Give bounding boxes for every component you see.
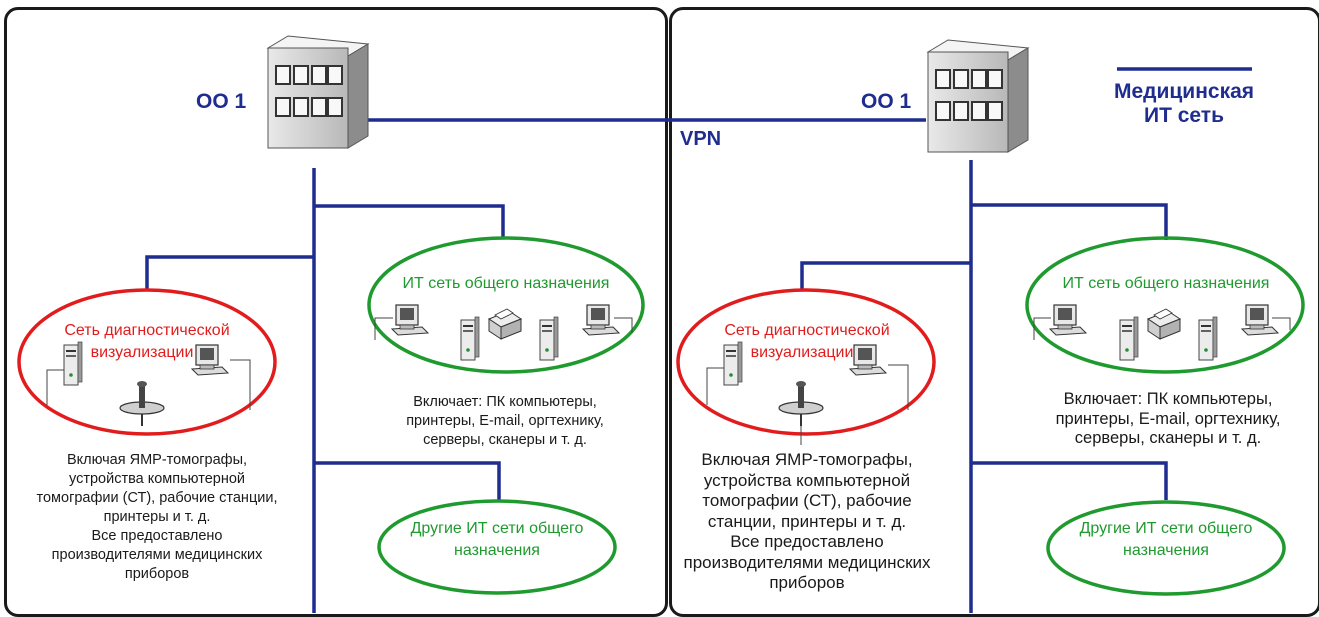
right-general-ellipse — [1025, 236, 1305, 374]
desc-line: Все предоставлено — [730, 532, 884, 551]
vpn-label: VPN — [680, 128, 722, 150]
printer-icon — [488, 308, 522, 340]
left-other-ellipse — [377, 499, 617, 595]
desc-line: устройства компьютерной — [703, 470, 911, 490]
legend-line2: ИТ сеть — [1143, 104, 1225, 127]
right-other-title-line1: Другие ИТ сети общего — [1079, 520, 1253, 537]
desc-line: серверы, сканеры и т. д. — [1074, 429, 1262, 447]
desc-line: приборов — [124, 566, 190, 582]
server-tower-icon — [1198, 316, 1218, 361]
left-link-general — [314, 204, 505, 238]
left-other-title: Другие ИТ сети общего назначения — [390, 518, 604, 562]
server-tower-icon — [1119, 316, 1139, 361]
left-diag-title-line1: Сеть диагностической — [64, 322, 230, 339]
left-diag-description: Включая ЯМР-томографы, устройства компью… — [22, 451, 292, 584]
site-label-right: ОО 1 — [861, 90, 912, 113]
desc-line: томографии (СТ), рабочие станции, — [36, 490, 278, 506]
mri-scanner-icon — [778, 380, 824, 427]
right-other-ellipse — [1046, 500, 1286, 596]
right-general-description: Включает: ПК компьютеры, принтеры, E-mai… — [1018, 390, 1318, 449]
desc-line: Включает: ПК компьютеры, — [1063, 390, 1273, 408]
right-diag-title-line2: визуализации — [750, 344, 854, 361]
legend-line1: Медицинская — [1113, 80, 1255, 103]
desc-line: Включая ЯМР-томографы, — [66, 452, 248, 468]
desc-line: принтеры и т. д. — [103, 509, 211, 525]
right-other-title-line2: назначения — [1123, 542, 1209, 559]
workstation-icon — [1049, 304, 1087, 336]
desc-line: принтеры, E-mail, оргтехнику, — [1055, 409, 1281, 428]
desc-line: Включая ЯМР-томографы, — [701, 450, 913, 469]
workstation-icon — [582, 304, 620, 336]
left-link-diag — [145, 255, 314, 291]
left-general-title: ИТ сеть общего назначения — [402, 275, 610, 292]
right-link-general — [971, 203, 1168, 240]
workstation-icon — [1241, 304, 1279, 336]
left-diag-title-line2: визуализации — [90, 344, 194, 361]
right-diag-title: Сеть диагностической визуализации — [702, 320, 912, 364]
right-link-other — [971, 461, 1168, 500]
mri-scanner-icon — [119, 380, 165, 427]
right-other-title: Другие ИТ сети общего назначения — [1059, 518, 1273, 562]
left-general-description: Включает: ПК компьютеры, принтеры, E-mai… — [370, 393, 640, 450]
server-tower-icon — [460, 316, 480, 361]
left-other-title-line2: назначения — [454, 542, 540, 559]
desc-line: станции, принтеры и т. д. — [707, 511, 907, 531]
desc-line: Все предоставлено — [91, 528, 223, 544]
workstation-icon — [391, 304, 429, 336]
building-icon-left — [267, 35, 369, 149]
right-general-title: ИТ сеть общего назначения — [1062, 275, 1270, 292]
printer-icon — [1147, 308, 1181, 340]
right-diag-title-line1: Сеть диагностической — [724, 322, 890, 339]
desc-line: принтеры, E-mail, оргтехнику, — [406, 413, 604, 429]
legend: Медицинская ИТ сеть — [1101, 80, 1267, 128]
desc-line: производителями медицинских — [683, 552, 931, 572]
right-diag-description: Включая ЯМР-томографы, устройства компью… — [672, 450, 942, 594]
network-links — [145, 67, 1252, 613]
desc-line: производителями медицинских — [51, 547, 263, 563]
left-other-title-line1: Другие ИТ сети общего — [410, 520, 584, 537]
desc-line: серверы, сканеры и т. д. — [423, 432, 587, 448]
desc-line: устройства компьютерной — [68, 471, 245, 487]
left-link-other — [314, 461, 501, 502]
building-icon-right — [927, 39, 1029, 153]
site-label-left: ОО 1 — [196, 90, 247, 113]
desc-line: Включает: ПК компьютеры, — [413, 394, 597, 410]
server-tower-icon — [539, 316, 559, 361]
right-link-diag — [800, 261, 971, 291]
left-diag-ellipse — [17, 288, 277, 436]
right-diag-ellipse — [676, 288, 936, 436]
desc-line: приборов — [769, 573, 845, 592]
left-diag-title: Сеть диагностической визуализации — [42, 320, 252, 364]
left-general-ellipse — [367, 236, 645, 374]
desc-line: томографии (СТ), рабочие — [702, 491, 912, 510]
